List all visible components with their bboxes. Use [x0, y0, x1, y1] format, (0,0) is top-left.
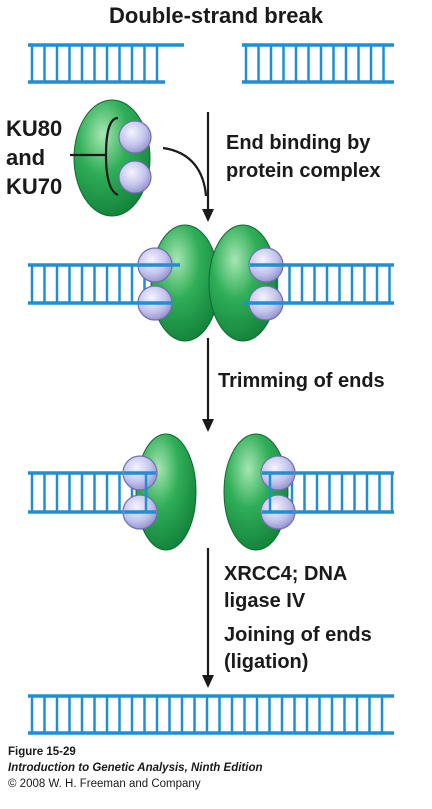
step-trimming: Trimming of ends: [218, 370, 385, 392]
arrow-trimming-head: [202, 419, 214, 432]
arrow-ligation-head: [202, 675, 214, 688]
binding-curved-arrow: [162, 146, 208, 197]
step-end-binding-line2: protein complex: [226, 160, 381, 182]
ku70-sphere: [118, 160, 152, 194]
caption-figure-number: Figure 15-29: [8, 746, 76, 758]
step-xrcc4-line2: ligase IV: [224, 590, 306, 612]
ku80-sphere: [118, 120, 152, 154]
step-joining-line1: Joining of ends: [224, 624, 372, 646]
step-xrcc4-line1: XRCC4; DNA: [224, 563, 348, 585]
arrow-end-binding-head: [202, 209, 214, 222]
dna-broken-right: [242, 43, 394, 84]
protein-trimmed-right: [223, 433, 289, 551]
dna-broken-left: [28, 43, 184, 84]
caption-book-title: Introduction to Genetic Analysis, Ninth …: [8, 762, 263, 774]
dna-joined: [28, 694, 394, 735]
step-joining-line2: (ligation): [224, 651, 309, 673]
label-ku80: KU80: [6, 116, 63, 141]
step-end-binding-line1: End binding by: [226, 132, 371, 154]
label-ku70: KU70: [6, 174, 63, 199]
diagram-title: Double-strand break: [109, 3, 323, 28]
label-and: and: [6, 145, 46, 170]
caption-copyright: © 2008 W. H. Freeman and Company: [8, 778, 201, 790]
protein-complex-right: [208, 224, 278, 342]
ku-protein: [73, 99, 151, 217]
